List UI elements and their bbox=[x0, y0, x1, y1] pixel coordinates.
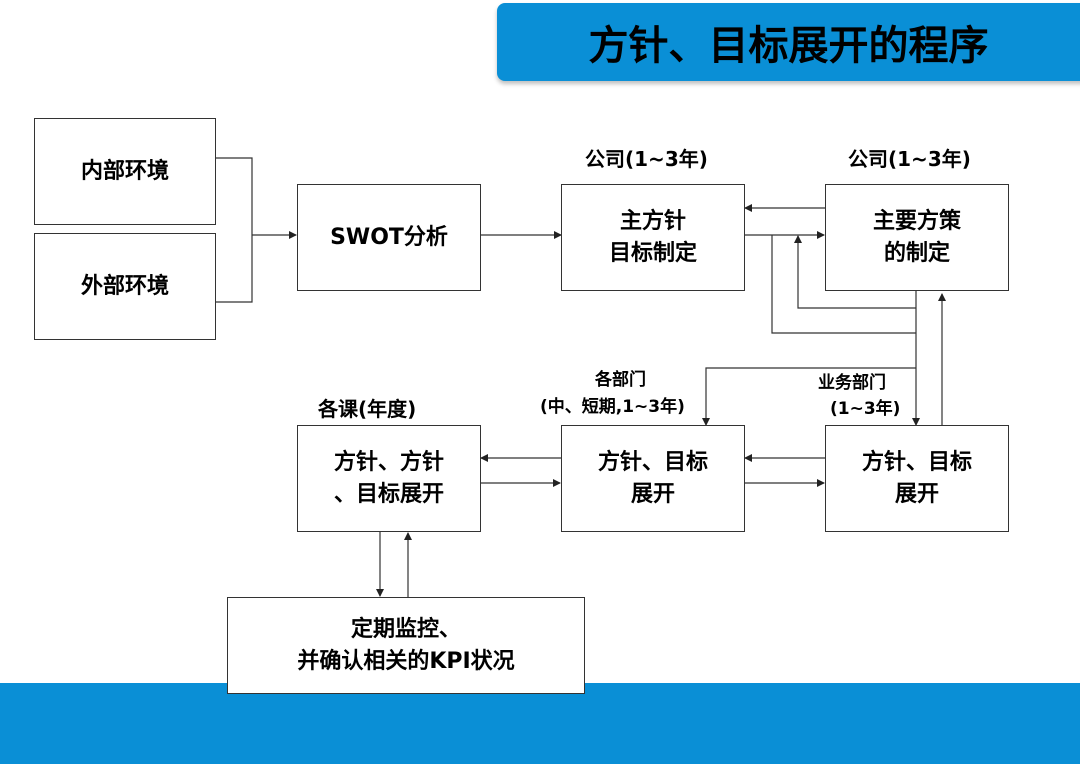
biz-policy-box: 方针、目标 展开 bbox=[825, 425, 1009, 532]
main-policy-line2: 目标制定 bbox=[608, 240, 697, 266]
swot-box: SWOT分析 bbox=[297, 184, 481, 291]
title-bar: 方针、目标展开的程序 bbox=[497, 3, 1080, 81]
company-label-2: 公司(1~3年) bbox=[848, 147, 971, 171]
main-strategy-line1: 主要方策 bbox=[872, 208, 961, 234]
swot-label: SWOT分析 bbox=[330, 224, 448, 250]
external-environment-box: 外部环境 bbox=[34, 233, 216, 340]
main-policy-box: 主方针 目标制定 bbox=[561, 184, 745, 291]
section-policy-line1: 方针、方针 bbox=[333, 449, 444, 475]
main-policy-line1: 主方针 bbox=[619, 208, 686, 234]
company-label-1: 公司(1~3年) bbox=[585, 147, 708, 171]
sections-label: 各课(年度) bbox=[318, 397, 417, 421]
depts-label-line1: 各部门 bbox=[595, 370, 646, 390]
connector-internal bbox=[215, 157, 253, 235]
monitor-line1: 定期监控、 bbox=[350, 616, 461, 642]
biz-label-line1: 业务部门 bbox=[818, 373, 886, 393]
section-policy-line2: 、目标展开 bbox=[333, 481, 444, 507]
main-strategy-box: 主要方策 的制定 bbox=[825, 184, 1009, 291]
depts-label-line2: (中、短期,1~3年) bbox=[540, 397, 685, 417]
connector-external bbox=[215, 235, 253, 303]
internal-environment-box: 内部环境 bbox=[34, 118, 216, 225]
internal-environment-label: 内部环境 bbox=[80, 158, 169, 184]
connector-to-depts bbox=[702, 367, 916, 426]
biz-policy-line1: 方针、目标 bbox=[861, 449, 972, 475]
main-strategy-line2: 的制定 bbox=[883, 240, 950, 266]
biz-policy-line2: 展开 bbox=[894, 481, 939, 507]
monitor-box: 定期监控、 并确认相关的KPI状况 bbox=[227, 597, 585, 694]
dept-policy-line2: 展开 bbox=[630, 481, 675, 507]
connector-loop-2 bbox=[771, 235, 916, 334]
footer-bar bbox=[0, 683, 1080, 764]
external-environment-label: 外部环境 bbox=[80, 273, 169, 299]
connector-loop-1 bbox=[794, 235, 916, 309]
page-title: 方针、目标展开的程序 bbox=[588, 23, 989, 69]
dept-policy-box: 方针、目标 展开 bbox=[561, 425, 745, 532]
biz-label-line2: (1~3年) bbox=[830, 399, 901, 419]
dept-policy-line1: 方针、目标 bbox=[597, 449, 708, 475]
monitor-line2: 并确认相关的KPI状况 bbox=[297, 648, 515, 674]
section-policy-box: 方针、方针 、目标展开 bbox=[297, 425, 481, 532]
